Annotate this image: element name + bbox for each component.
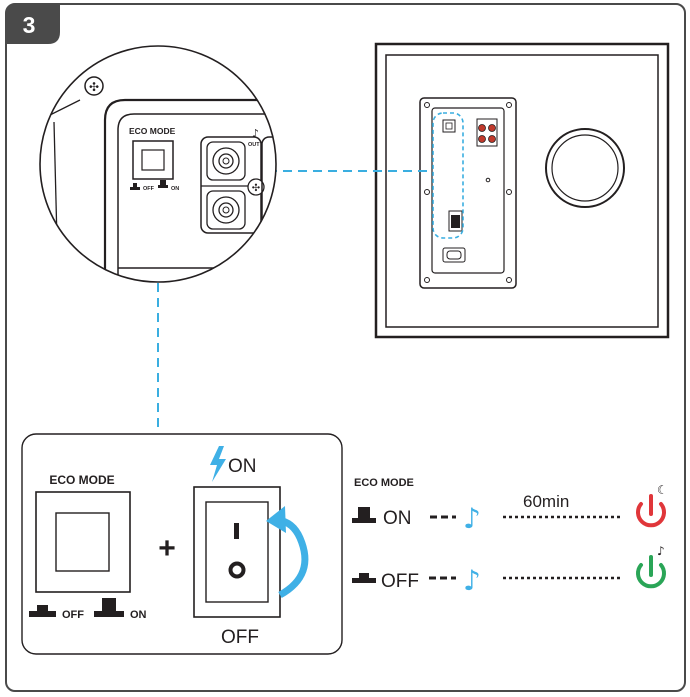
power-rocker [205, 501, 269, 603]
panel-eco-off-label: OFF [62, 609, 84, 621]
panel-highlight [432, 112, 464, 239]
lightning-icon [210, 446, 226, 482]
subwoofer-rear-view [374, 42, 670, 339]
panel-eco-mode-label: ECO MODE [49, 473, 114, 487]
active-power-icon [636, 555, 666, 589]
switch-direction-arrow [266, 506, 309, 599]
bass-port [545, 128, 625, 208]
zoom-music-icon: ♪ [252, 127, 259, 140]
switch-off-symbol [228, 561, 246, 579]
switch-on-symbol [234, 523, 239, 539]
step-number: 3 [23, 12, 36, 38]
eco-power-panel [21, 433, 343, 655]
outer-frame [5, 3, 686, 692]
step-badge: 3 [6, 4, 60, 44]
svg-text:✣: ✣ [89, 80, 99, 94]
mode-off-label: OFF [381, 571, 419, 592]
zoom-off-label: OFF [143, 186, 155, 192]
power-switch-housing [193, 486, 281, 618]
zoom-detail: ✣ ECO MODE OFF ON ✣ ♪ OUT [40, 46, 276, 282]
power-off-label: OFF [221, 627, 259, 648]
panel-eco-on-label: ON [130, 609, 147, 621]
power-on-label: ON [228, 456, 257, 477]
eco-mode-button [35, 491, 131, 593]
mode-on-label: ON [383, 508, 412, 529]
zoom-on-label: ON [171, 186, 179, 192]
zoom-circle [39, 45, 277, 283]
modes-title: ECO MODE [354, 477, 414, 489]
eco-off-symbol [29, 605, 56, 617]
standby-power-icon [636, 494, 666, 528]
zoom-out-label: OUT [248, 142, 260, 148]
music-note-icon-on: ♪ [463, 502, 481, 535]
amplifier-plate [419, 97, 517, 289]
zoom-eco-mode-label: ECO MODE [129, 126, 176, 136]
moon-icon: ☾ [657, 483, 668, 497]
music-note-small-icon: ♪ [657, 544, 665, 558]
mode-on-symbol [352, 507, 376, 523]
plus-sign: + [158, 532, 176, 565]
zoom-eco-button [132, 140, 174, 180]
mode-off-symbol [352, 573, 376, 583]
music-note-icon-off: ♪ [463, 564, 481, 597]
svg-text:✣: ✣ [252, 183, 260, 194]
timer-label: 60min [523, 492, 569, 511]
eco-on-symbol [94, 598, 124, 617]
